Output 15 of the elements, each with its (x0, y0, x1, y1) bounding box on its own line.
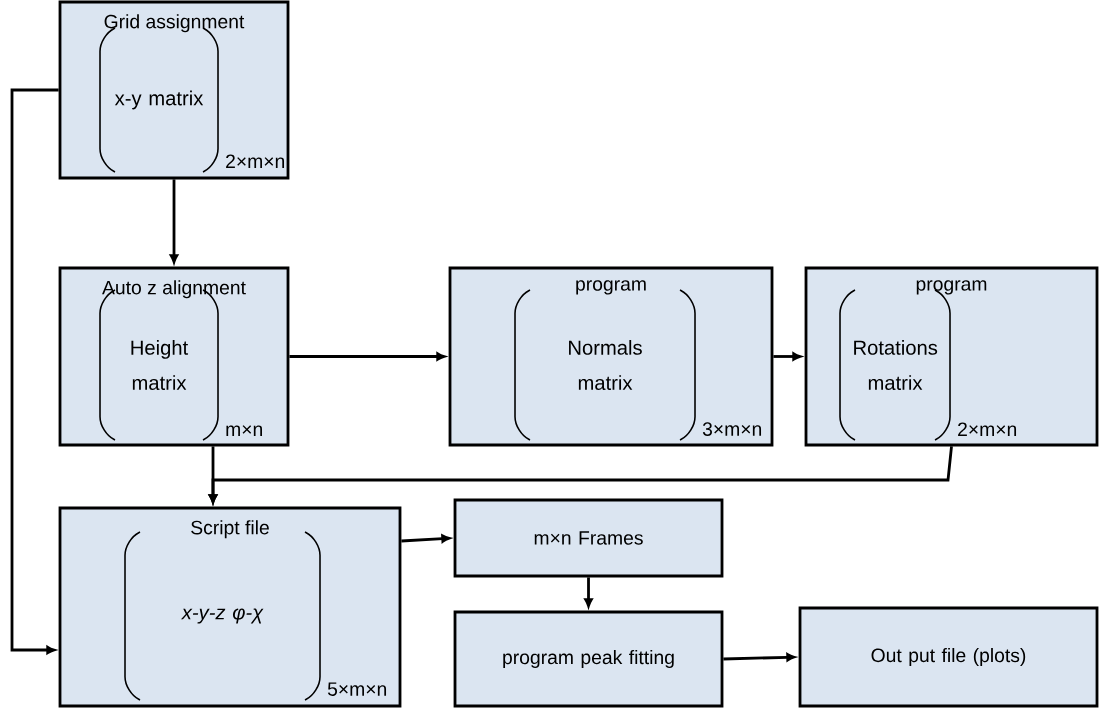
arrow (169, 179, 179, 264)
process-box: Script file x-y-z φ-χ 5×m×n (58, 506, 402, 708)
arrow (401, 534, 451, 543)
process-box: m×n Frames (453, 498, 724, 578)
process-box: program peak fitting (453, 610, 724, 708)
process-box: program Normals matrix 3×m×n (448, 266, 774, 447)
process-box: Auto z alignment Height matrix m×n (58, 266, 290, 447)
arrow (723, 653, 796, 662)
arrow (289, 352, 446, 361)
process-box: Grid assignment x-y matrix 2×m×n (58, 0, 290, 180)
process-box: program Rotations matrix 2×m×n (804, 266, 1099, 447)
process-box: Out put file (plots) (798, 606, 1099, 708)
arrow (10, 88, 59, 655)
arrow (773, 352, 802, 361)
arrow (208, 446, 218, 504)
